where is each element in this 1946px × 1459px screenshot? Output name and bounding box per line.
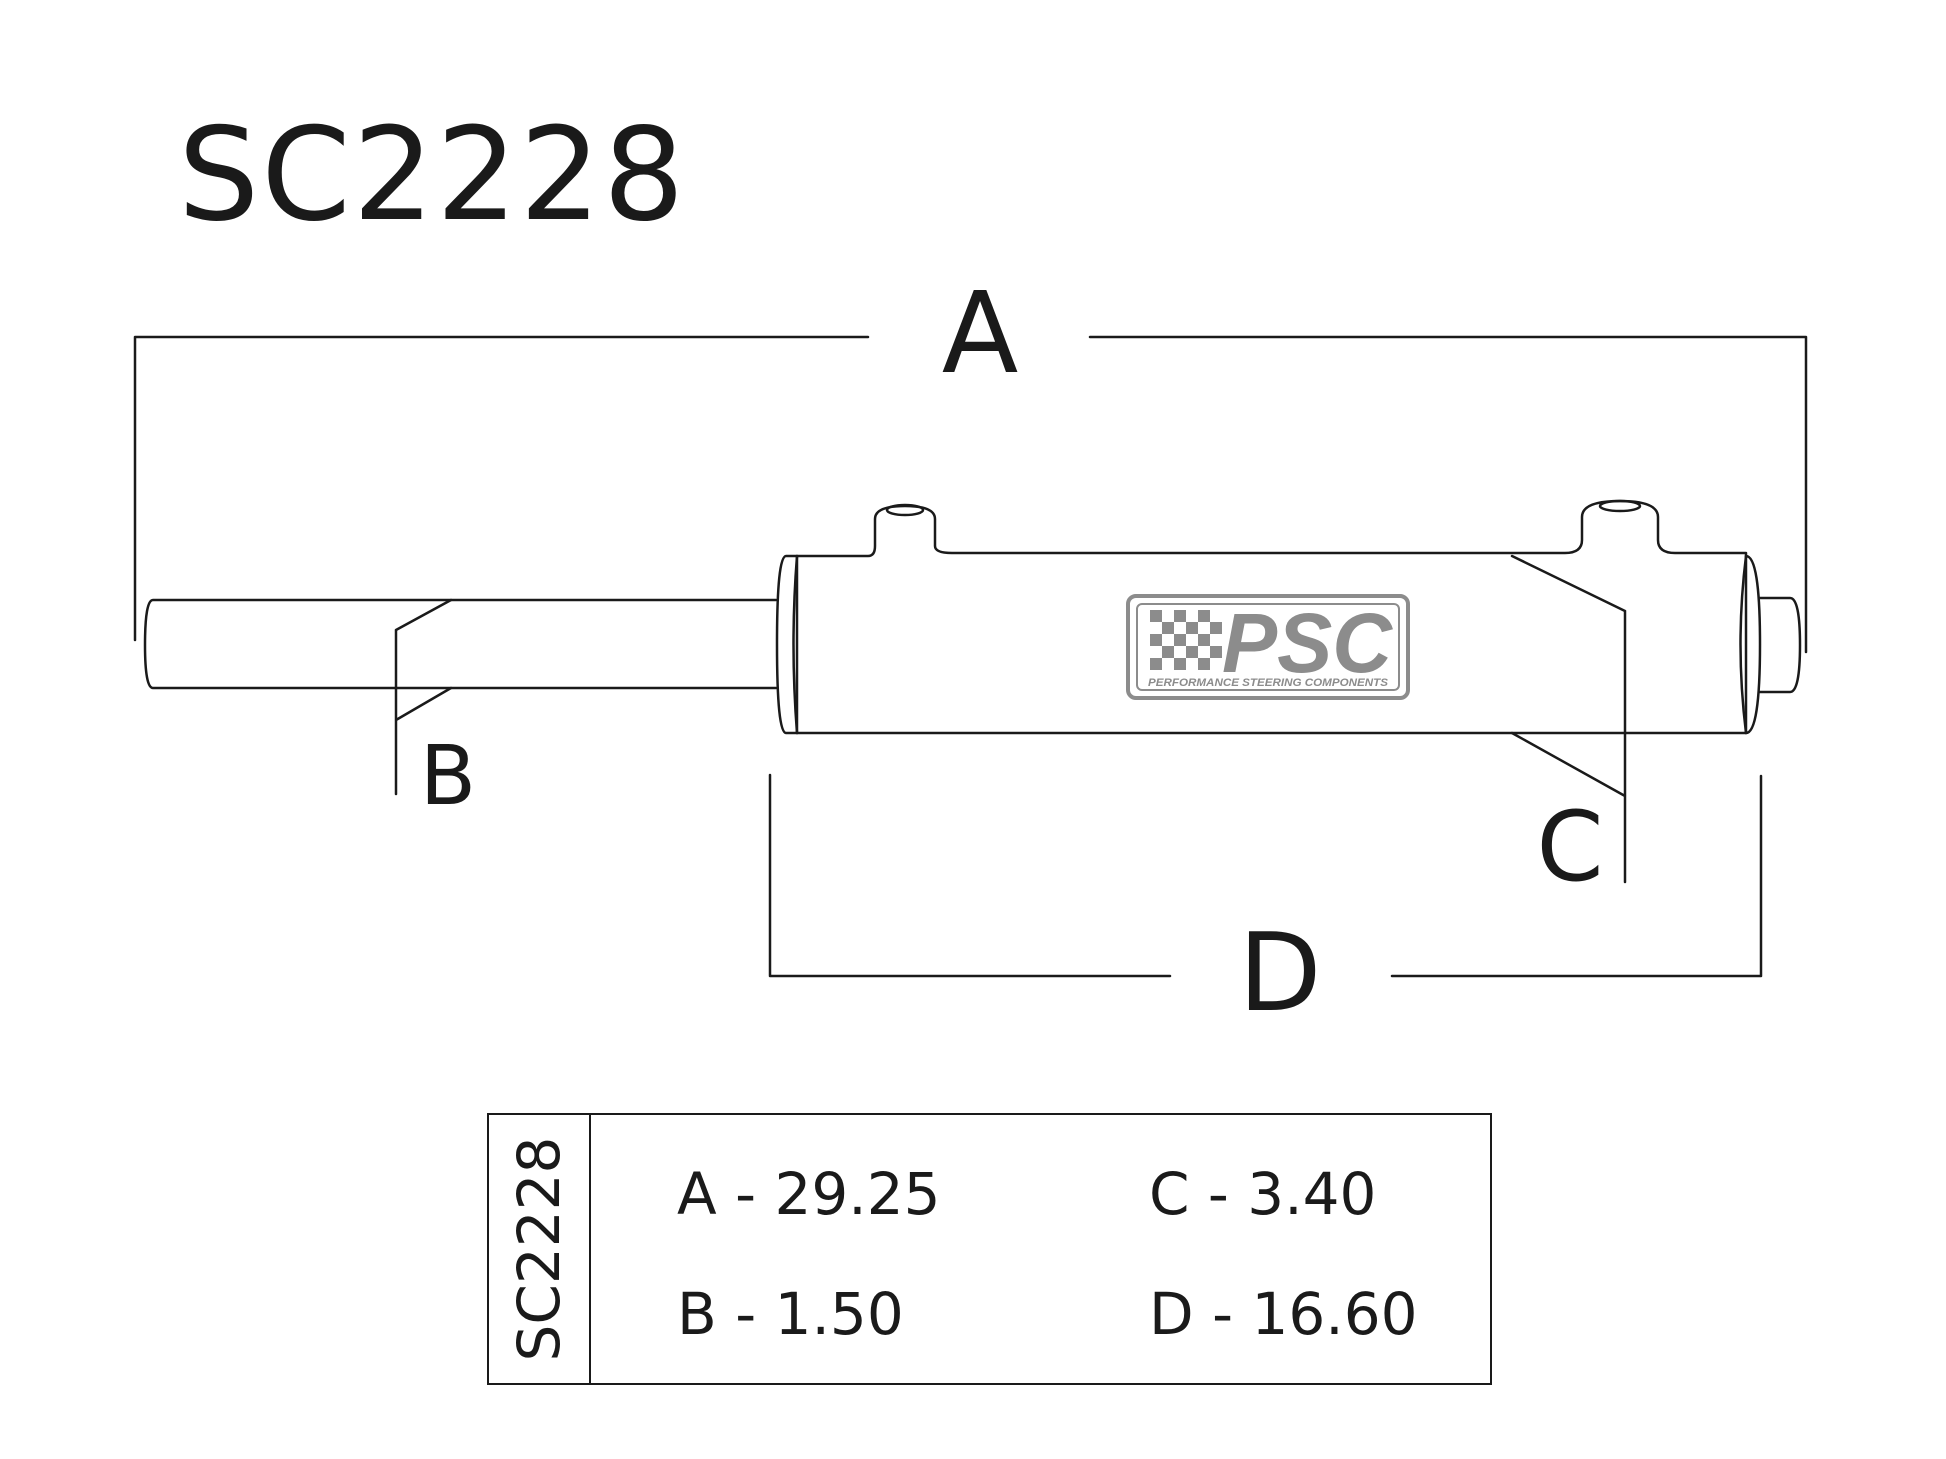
spec-b: B - 1.50: [677, 1280, 904, 1348]
dimension-d-line: [768, 773, 1763, 978]
checkered-flag-icon: [1150, 610, 1222, 670]
body-left-edge: [792, 554, 799, 735]
right-port-hole: [1598, 499, 1642, 513]
spec-table-side: SC2228: [489, 1115, 591, 1383]
right-rod-stub: [1758, 596, 1802, 694]
dimension-a-label: A: [942, 269, 1019, 399]
dimension-c-label: C: [1536, 791, 1603, 903]
piston-rod: [143, 598, 778, 690]
dimension-b-line: [394, 598, 453, 796]
cylinder-body: [795, 499, 1748, 735]
spec-a: A - 29.25: [677, 1160, 941, 1228]
right-end-cap-inner: [1739, 554, 1748, 735]
dimension-b-label: B: [420, 729, 476, 824]
logo-tagline: PERFORMANCE STEERING COMPONENTS: [1148, 677, 1389, 689]
spec-table-side-label: SC2228: [505, 1136, 573, 1362]
psc-logo: PSC PERFORMANCE STEERING COMPONENTS: [1126, 594, 1410, 700]
left-end-cap: [775, 554, 799, 735]
spec-table: SC2228 A - 29.25 C - 3.40 B - 1.50 D - 1…: [487, 1113, 1492, 1385]
dimension-c-line: [1510, 554, 1627, 884]
spec-d: D - 16.60: [1149, 1280, 1418, 1348]
right-end-cap: [1744, 554, 1762, 735]
dimension-a-line: [133, 335, 1808, 654]
logo-text: PSC: [1222, 596, 1393, 690]
part-number-title: SC2228: [178, 101, 687, 250]
left-port-hole: [885, 503, 925, 517]
spec-c: C - 3.40: [1149, 1160, 1377, 1228]
dimension-d-label: D: [1238, 911, 1321, 1036]
